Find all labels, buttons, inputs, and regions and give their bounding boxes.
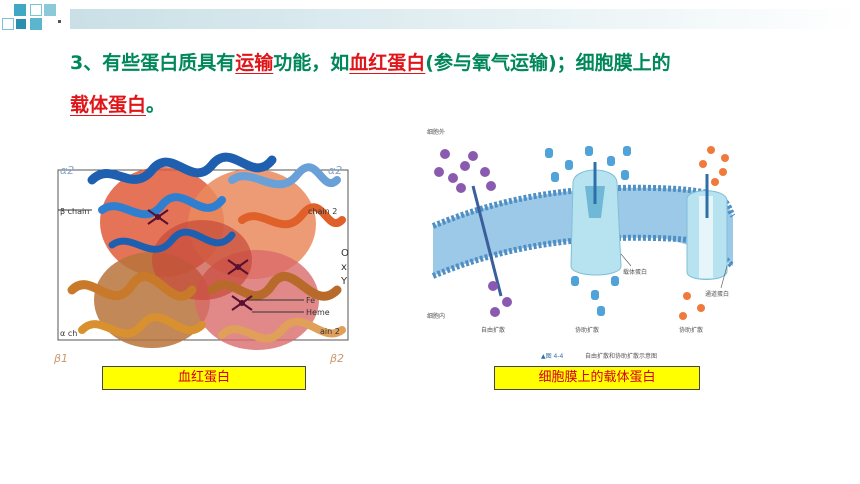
label-oxy-y: Y <box>340 276 348 287</box>
label-outside: 细胞外 <box>427 128 445 136</box>
label-carrier-protein: 载体蛋白 <box>623 268 647 276</box>
figure-title: 自由扩散和协助扩散示意图 <box>585 352 657 360</box>
membrane-illustration: 细胞外 <box>427 128 735 360</box>
label-alpha-chain: α ch <box>60 329 77 338</box>
decor-square <box>44 4 56 16</box>
decor-square <box>16 19 26 29</box>
heading-text: 功能，如 <box>273 52 350 74</box>
membrane-transport-figure: 细胞外 <box>425 126 735 362</box>
decor-square <box>30 4 42 16</box>
header-band <box>70 9 860 29</box>
label-free-diffusion: 自由扩散 <box>481 326 505 334</box>
label-inside: 细胞内 <box>427 312 445 320</box>
header-decoration <box>0 0 860 36</box>
keyword-hemoglobin: 血红蛋白 <box>349 52 426 74</box>
label-chain2-lower: ain 2 <box>320 327 340 336</box>
carrier-protein-caption: 细胞膜上的载体蛋白 <box>494 366 700 390</box>
label-fe: Fe <box>306 296 315 305</box>
figure-number: ▲图 4-4 <box>541 353 564 360</box>
label-oxy-o: O <box>341 248 349 259</box>
heading-number: 3、 <box>70 52 103 74</box>
label-alpha2: α2 <box>60 164 74 177</box>
label-beta1: β1 <box>53 352 68 365</box>
keyword-transport: 运输 <box>235 52 274 74</box>
hemoglobin-figure: α2 α2 β chain chain 2 O x Y Fe Heme ain … <box>52 140 352 370</box>
heading-end: 。 <box>146 94 166 116</box>
heading-text: (参与氧气运输)；细胞膜上的 <box>425 52 671 74</box>
decor-square <box>14 4 26 16</box>
slide-heading: 3、有些蛋白质具有运输功能，如血红蛋白(参与氧气运输)；细胞膜上的载体蛋白。 <box>70 42 840 126</box>
label-oxy-x: x <box>341 262 347 273</box>
label-chain2: chain 2 <box>308 207 337 216</box>
keyword-carrier-protein: 载体蛋白 <box>70 94 147 116</box>
decor-dot <box>58 20 61 23</box>
heading-text: 有些蛋白质具有 <box>102 52 236 74</box>
decor-square <box>2 18 14 30</box>
label-alpha2-right: α2 <box>328 164 342 177</box>
label-channel-protein: 通道蛋白 <box>705 290 729 298</box>
label-facilitated-diffusion-2: 协助扩散 <box>679 326 703 334</box>
label-beta2: β2 <box>329 352 344 365</box>
label-beta-chain: β chain <box>60 207 89 216</box>
decor-square <box>30 18 42 30</box>
hemoglobin-illustration: α2 α2 β chain chain 2 O x Y Fe Heme ain … <box>53 152 349 365</box>
label-heme: Heme <box>306 308 330 317</box>
hemoglobin-caption: 血红蛋白 <box>102 366 306 390</box>
label-facilitated-diffusion-1: 协助扩散 <box>575 326 599 334</box>
